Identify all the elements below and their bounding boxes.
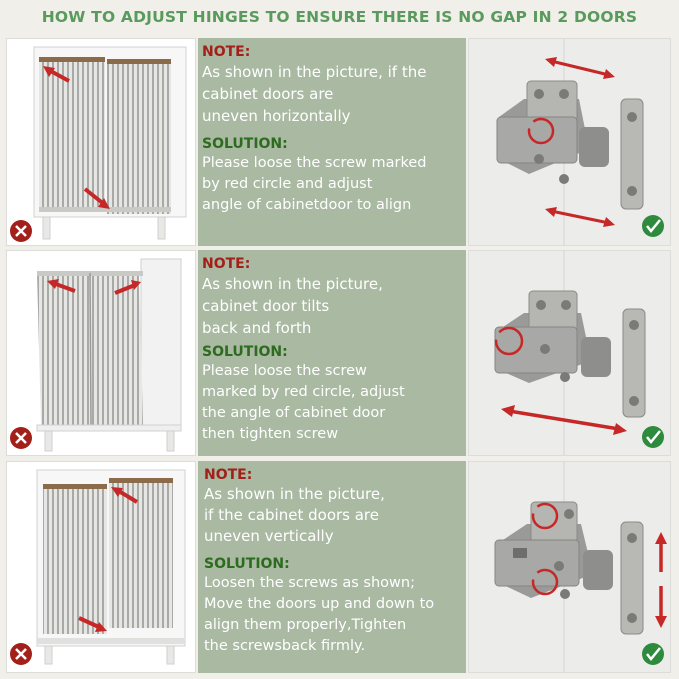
solution-text: Please loose the screw marked by red cir… <box>202 155 427 213</box>
check-icon <box>642 426 664 448</box>
note-text: As shown in the picture, cabinet door ti… <box>202 275 383 337</box>
note-label: NOTE: <box>202 256 251 272</box>
note-label: NOTE: <box>202 44 251 60</box>
cabinet-illustration <box>6 461 196 673</box>
right-door <box>107 59 171 214</box>
instruction-panel: NOTE: As shown in the picture, if the ca… <box>198 461 466 673</box>
note-text: As shown in the picture, if the cabinet … <box>204 485 385 545</box>
hinge-illustration <box>468 461 671 673</box>
hinge-illustration <box>468 38 671 246</box>
x-icon <box>10 427 32 449</box>
step-row-vertical: NOTE: As shown in the picture, if the ca… <box>0 461 679 673</box>
cabinet-illustration <box>6 38 196 246</box>
step-row-tilt: NOTE: As shown in the picture, cabinet d… <box>0 250 679 456</box>
page-title: HOW TO ADJUST HINGES TO ENSURE THERE IS … <box>41 8 638 26</box>
solution-text: Please loose the screw marked by red cir… <box>202 363 405 442</box>
note-text: As shown in the picture, if the cabinet … <box>202 63 427 125</box>
solution-label: SOLUTION: <box>204 556 290 572</box>
x-icon <box>10 220 32 242</box>
check-icon <box>642 643 664 665</box>
instruction-panel: NOTE: As shown in the picture, if the ca… <box>198 38 466 246</box>
step-row-horizontal: NOTE: As shown in the picture, if the ca… <box>0 38 679 246</box>
solution-label: SOLUTION: <box>202 344 288 360</box>
check-icon <box>642 215 664 237</box>
solution-label: SOLUTION: <box>202 136 288 152</box>
left-door <box>39 57 105 212</box>
hinge-illustration <box>468 250 671 456</box>
solution-text: Loosen the screws as shown; Move the doo… <box>204 575 435 654</box>
cabinet-illustration <box>6 250 196 456</box>
note-label: NOTE: <box>204 467 253 483</box>
instruction-panel: NOTE: As shown in the picture, cabinet d… <box>198 250 466 456</box>
x-icon <box>10 643 32 665</box>
